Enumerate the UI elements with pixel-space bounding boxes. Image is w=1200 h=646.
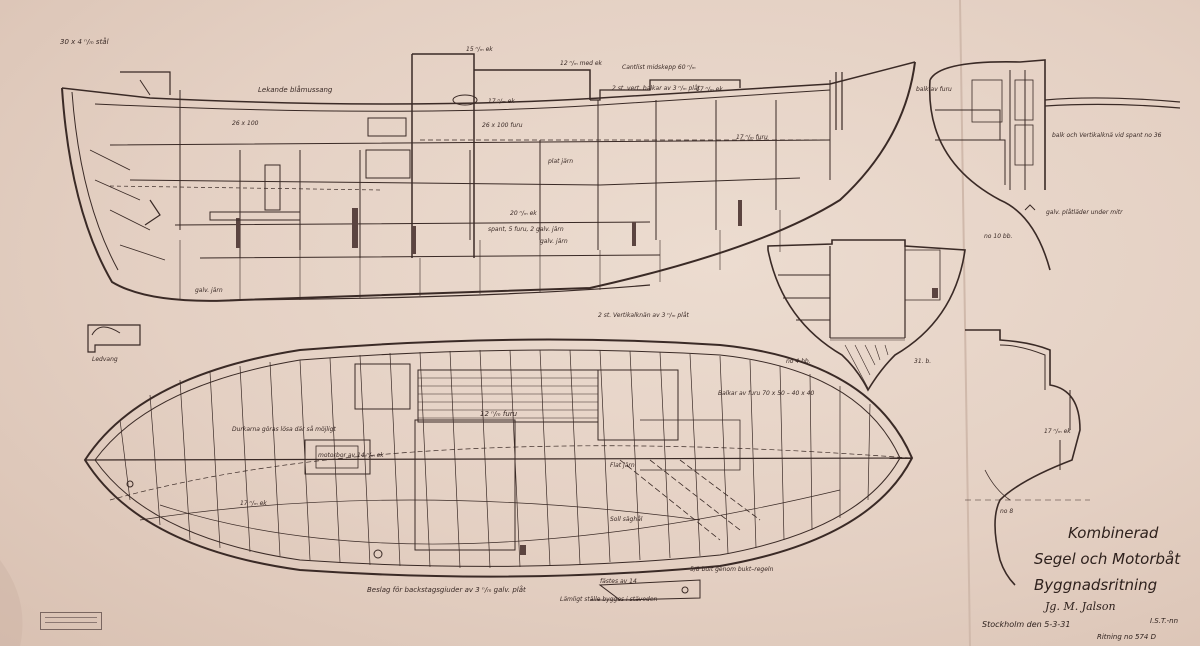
label-top-corner: 30 x 4 ⁿ/ₘ stål bbox=[60, 38, 109, 46]
label-section-vertbalk: balk och Vertikalknä vid spant no 36 bbox=[1052, 132, 1162, 139]
midship-section bbox=[767, 239, 966, 392]
label-plan-note-bottom: Beslag för backstagsgiuder av 3 ⁿ/ₘ galv… bbox=[367, 586, 526, 594]
label-plan-note2: Lämligt ställe bygges i stäveden bbox=[560, 596, 658, 603]
label-plan-ek17: 17 ⁿ/ₘ ek bbox=[240, 500, 267, 507]
label-plan-bolt: 5/8 bult genom bukt–regeln bbox=[690, 566, 774, 573]
label-profile-cantlist: Cantlist midskepp 60 ⁿ/ₘ bbox=[622, 64, 696, 71]
stern-section bbox=[928, 59, 1181, 271]
label-profile-pine2: 17 ⁿ/ₘ furu bbox=[736, 134, 768, 141]
label-plan-vertbalk: 2 st. Vertikalknän av 3 ⁿ/ₘ plåt bbox=[598, 312, 689, 319]
label-profile-railing: Lekande blåmussang bbox=[258, 86, 333, 94]
signature: Jg. M. Jalson bbox=[1045, 600, 1116, 613]
label-galv-jarn: galv. järn bbox=[540, 238, 568, 245]
bow-section bbox=[965, 329, 1090, 586]
label-section-frame8: no 8 bbox=[1000, 508, 1014, 515]
fitting-detail bbox=[590, 579, 701, 601]
label-profile-fork: spant, 5 furu, 2 galv. järn bbox=[488, 226, 564, 233]
label-profile-beams: 26 x 100 bbox=[232, 120, 259, 127]
paper-fold bbox=[959, 0, 971, 646]
label-ledvang: Ledvang bbox=[92, 356, 118, 363]
label-profile-oak1: 17 ⁿ/ₘ ek bbox=[488, 98, 515, 105]
title-line3: Byggnadsritning bbox=[1034, 576, 1158, 594]
label-profile-ek20: 20 ⁿ/ₘ ek bbox=[510, 210, 537, 217]
drawing-number: Ritning no 574 D bbox=[1097, 633, 1156, 641]
label-profile-pine: 26 x 100 furu bbox=[482, 122, 523, 129]
archive-stamp bbox=[40, 612, 102, 630]
label-plan-saghal: Soll säghål bbox=[610, 516, 643, 523]
profile-view bbox=[61, 53, 916, 302]
label-profile-platjarn: plat järn bbox=[548, 158, 574, 165]
label-plan-balkar: Balkar av furu 70 x 50 – 40 x 40 bbox=[718, 390, 815, 397]
label-section-beam: balk av furu bbox=[916, 86, 952, 93]
label-profile-deckhouse: 15 ⁿ/ₘ ek bbox=[466, 46, 493, 53]
initials: I.S.T.-nn bbox=[1150, 617, 1179, 625]
label-plan-fastening: fästes av 14 bbox=[600, 578, 637, 585]
label-plan-hatches: Durkarna göras lösa där så möjligt bbox=[232, 426, 336, 433]
place-date: Stockholm den 5-3-31 bbox=[982, 620, 1071, 629]
label-plan-flatjarn: Flat järn bbox=[610, 462, 635, 469]
label-profile-mast: 17 ⁿ/ₘ ek bbox=[696, 86, 723, 93]
label-plan-motor: motorbor av 14 ⁿ/ₘ ek bbox=[318, 452, 384, 459]
label-profile-galv: galv. järn bbox=[195, 287, 223, 294]
label-section-frame4: no 4 bb. bbox=[786, 358, 811, 365]
label-profile-mid-ek: 12 ⁿ/ₘ med ek bbox=[560, 60, 603, 67]
label-plan-furu12: 12 ⁿ/ₘ furu bbox=[480, 410, 518, 418]
title-line1: Kombinerad bbox=[1068, 524, 1159, 542]
plan-view bbox=[83, 338, 914, 578]
label-section-ek17: 17 ⁿ/ₘ ek bbox=[1044, 428, 1071, 435]
label-section-frame31: 31. b. bbox=[914, 358, 932, 365]
label-section-galv-plate: galv. plåtläder under mitr bbox=[1046, 209, 1123, 216]
ledvang-detail bbox=[87, 324, 141, 353]
paper-stain-left bbox=[0, 560, 23, 646]
title-line2: Segel och Motorbåt bbox=[1034, 550, 1181, 568]
label-section-frame10: no 10 bb. bbox=[984, 233, 1013, 240]
label-profile-angle: 2 st. vert. balkar av 3 ⁿ/ₘ plåt bbox=[612, 85, 700, 92]
